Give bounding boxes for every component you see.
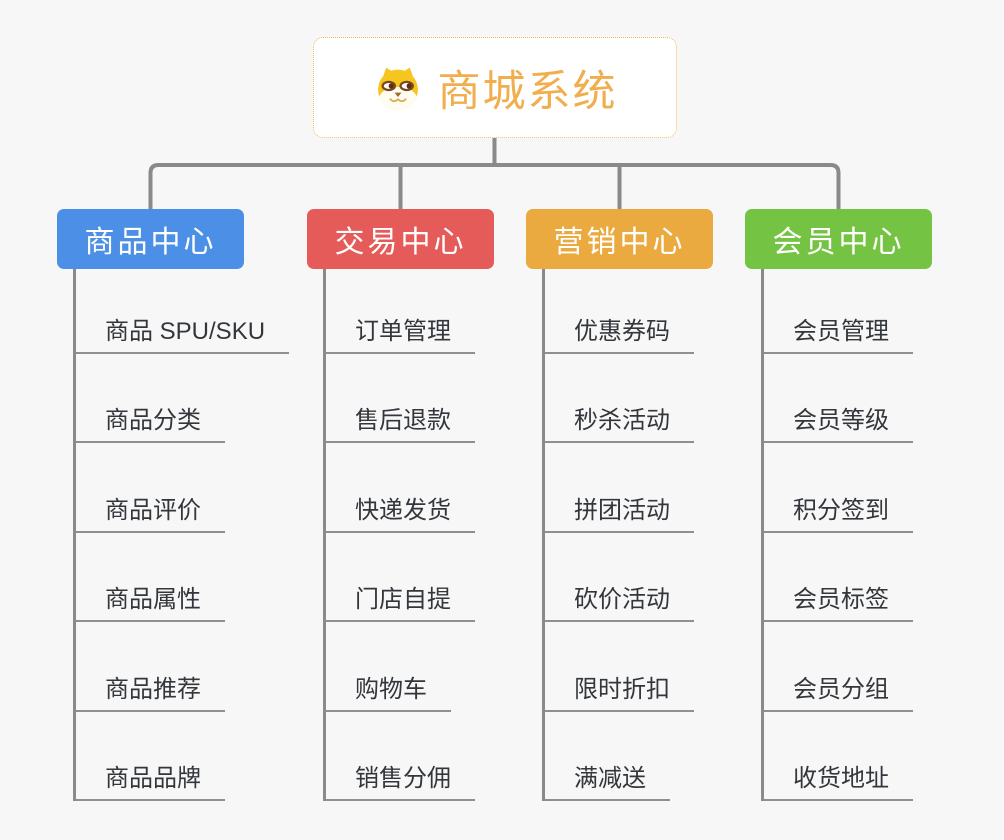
child-row: 商品推荐 [73, 622, 289, 712]
child-node[interactable]: 商品品牌 [73, 758, 225, 801]
child-row: 优惠券码 [542, 264, 694, 354]
children-column-4: 会员管理会员等级积分签到会员标签会员分组收货地址 [761, 264, 913, 801]
child-node[interactable]: 满减送 [542, 758, 670, 801]
child-node[interactable]: 售后退款 [323, 400, 475, 443]
root-node-label: 商城系统 [437, 67, 618, 116]
child-node[interactable]: 商品推荐 [73, 669, 225, 712]
child-row: 商品 SPU/SKU [73, 264, 290, 354]
dog-face-icon [373, 64, 423, 111]
child-row: 商品评价 [73, 443, 289, 533]
child-row: 商品属性 [73, 533, 289, 622]
child-row: 会员等级 [761, 354, 913, 443]
child-node[interactable]: 销售分佣 [323, 758, 475, 801]
child-node[interactable]: 会员等级 [761, 400, 913, 443]
child-node[interactable]: 门店自提 [323, 579, 475, 622]
child-row: 秒杀活动 [542, 354, 694, 443]
child-node[interactable]: 积分签到 [761, 490, 913, 533]
child-row: 销售分佣 [323, 712, 475, 801]
child-row: 门店自提 [323, 533, 475, 622]
branch-vertical-line [542, 269, 545, 801]
child-row: 订单管理 [323, 264, 475, 354]
child-node[interactable]: 会员管理 [761, 311, 913, 354]
child-row: 快递发货 [323, 443, 475, 533]
branch-node-label: 营销中心 [553, 226, 686, 259]
child-node[interactable]: 砍价活动 [542, 579, 694, 622]
branch-node-label: 会员中心 [772, 226, 905, 259]
branch-node-label: 交易中心 [334, 226, 467, 259]
children-column-2: 订单管理售后退款快递发货门店自提购物车销售分佣 [323, 264, 475, 801]
children-column-3: 优惠券码秒杀活动拼团活动砍价活动限时折扣满减送 [542, 264, 694, 801]
branch-vertical-line [323, 269, 326, 801]
branch-vertical-line [73, 269, 76, 801]
child-row: 商品品牌 [73, 712, 289, 801]
children-column-1: 商品 SPU/SKU 商品分类商品评价商品属性商品推荐商品品牌 [73, 264, 290, 801]
child-row: 积分签到 [761, 443, 913, 533]
child-node[interactable]: 会员分组 [761, 669, 913, 712]
child-row: 会员分组 [761, 622, 913, 712]
child-node[interactable]: 商品 SPU/SKU [73, 311, 290, 354]
child-row: 限时折扣 [542, 622, 694, 712]
child-row: 会员标签 [761, 533, 913, 622]
branch-node-1[interactable]: 商品中心 [57, 209, 244, 269]
child-row: 售后退款 [323, 354, 475, 443]
child-row: 商品分类 [73, 354, 289, 443]
child-node[interactable]: 收货地址 [761, 758, 913, 801]
child-node[interactable]: 商品属性 [73, 579, 225, 622]
child-row: 收货地址 [761, 712, 913, 801]
child-node[interactable]: 商品分类 [73, 400, 225, 443]
child-node[interactable]: 优惠券码 [542, 311, 694, 354]
branch-node-2[interactable]: 交易中心 [307, 209, 494, 269]
branch-vertical-line [761, 269, 764, 801]
child-node[interactable]: 订单管理 [323, 311, 475, 354]
child-node[interactable]: 秒杀活动 [542, 400, 694, 443]
child-node[interactable]: 商品评价 [73, 490, 225, 533]
root-node[interactable]: 商城系统 [313, 37, 677, 138]
branch-node-3[interactable]: 营销中心 [526, 209, 713, 269]
child-row: 拼团活动 [542, 443, 694, 533]
child-node[interactable]: 限时折扣 [542, 669, 694, 712]
child-node[interactable]: 购物车 [323, 669, 451, 712]
child-node[interactable]: 拼团活动 [542, 490, 694, 533]
child-row: 购物车 [323, 622, 475, 712]
child-row: 会员管理 [761, 264, 913, 354]
child-row: 砍价活动 [542, 533, 694, 622]
child-row: 满减送 [542, 712, 694, 801]
child-node[interactable]: 快递发货 [323, 490, 475, 533]
child-node[interactable]: 会员标签 [761, 579, 913, 622]
branch-node-label: 商品中心 [84, 226, 217, 259]
connector-path [148, 163, 841, 209]
branch-node-4[interactable]: 会员中心 [745, 209, 932, 269]
